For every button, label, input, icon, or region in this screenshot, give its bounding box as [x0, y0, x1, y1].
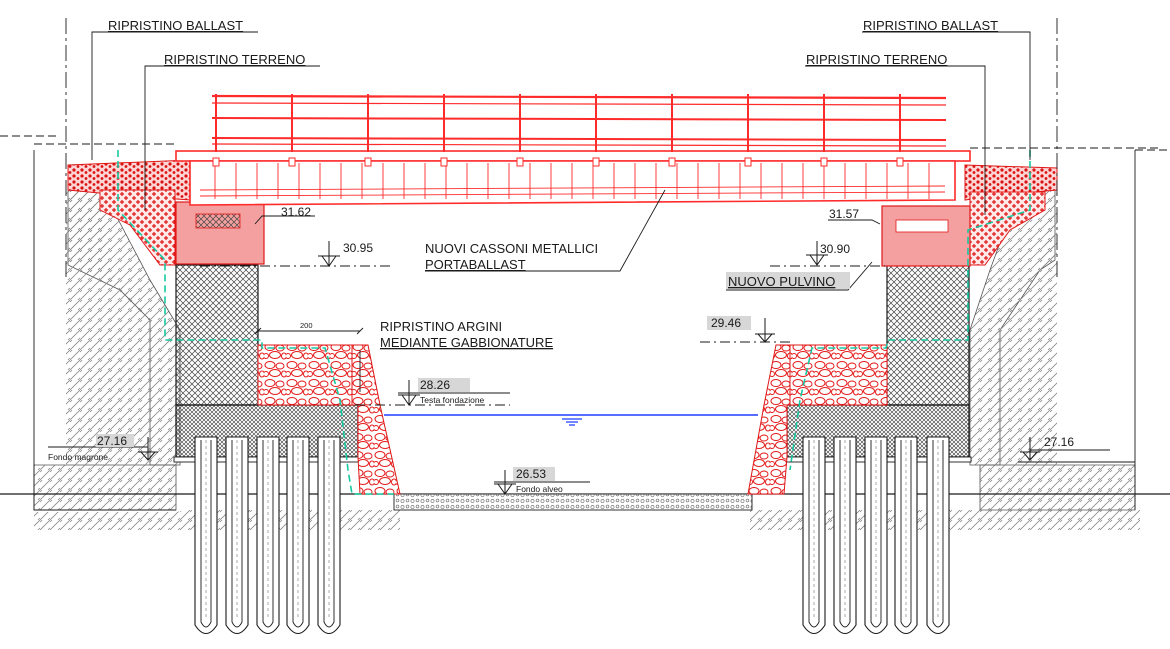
elevation-label-backgrounds: [96, 272, 850, 481]
pulvino-left: [175, 201, 265, 265]
pulvino-right: [881, 205, 971, 267]
note-fondo-alveo: Fondo alveo: [516, 484, 563, 494]
pile: [926, 436, 950, 635]
pile: [894, 436, 918, 635]
pile: [864, 436, 888, 635]
label-nuovo-pulvino: NUOVO PULVINO: [728, 274, 835, 289]
pile: [194, 436, 218, 635]
bearing-plate: [668, 157, 676, 167]
elevation-29-46: 29.46: [711, 316, 741, 330]
elevation-28-26: 28.26: [420, 378, 450, 392]
pile-group: [194, 436, 950, 635]
elevation-26-53: 26.53: [516, 467, 546, 481]
bearing-plate: [744, 157, 752, 167]
elevation-30-95: 30.95: [343, 241, 373, 255]
gabion-right: [747, 344, 888, 495]
water-level: [384, 414, 758, 426]
bearing-plate: [288, 157, 296, 167]
note-fondo-magrone: Fondo magrone: [48, 452, 108, 462]
leader-lines: [91, 31, 1031, 392]
bearing-plate: [592, 157, 600, 167]
steel-deck: [175, 150, 971, 206]
pile: [286, 436, 310, 635]
label-ripristino-terreno-right: RIPRISTINO TERRENO: [806, 52, 947, 67]
bearing-plate: [820, 157, 828, 167]
label-cassoni-line1: NUOVI CASSONI METALLICI: [425, 241, 598, 256]
label-argini-line1: RIPRISTINO ARGINI: [380, 319, 502, 334]
elevation-27-16-left: 27.16: [97, 434, 127, 448]
pile: [256, 436, 280, 635]
elevation-31-62: 31.62: [281, 205, 311, 219]
elevation-30-90: 30.90: [820, 242, 850, 256]
label-ripristino-ballast-right: RIPRISTINO BALLAST: [863, 18, 998, 33]
bearing-plate: [516, 157, 524, 167]
dimension-200: [254, 327, 364, 335]
elevation-markers: [48, 241, 1135, 495]
railing: [211, 94, 947, 167]
bearing-plate: [364, 157, 372, 167]
note-testa-fondazione: Testa fondazione: [420, 395, 485, 405]
bearing-plate: [440, 157, 448, 167]
ballast-restoration-right: [964, 164, 1058, 266]
riverbed: [393, 493, 753, 511]
pile: [225, 436, 249, 635]
pile: [833, 436, 857, 635]
bearing-plate: [896, 157, 904, 167]
label-ripristino-ballast-left: RIPRISTINO BALLAST: [108, 18, 243, 33]
reference-lines: [0, 18, 1170, 406]
elevation-31-57: 31.57: [829, 207, 859, 221]
pile: [317, 436, 341, 635]
text-labels: RIPRISTINO BALLAST RIPRISTINO BALLAST RI…: [48, 18, 1074, 494]
label-cassoni-line2: PORTABALLAST: [425, 257, 526, 272]
pile: [802, 436, 826, 635]
existing-outline-cyan: [117, 150, 1031, 495]
label-dimension-200: 200: [300, 321, 313, 330]
label-argini-line2: MEDIANTE GABBIONATURE: [380, 335, 553, 350]
label-ripristino-terreno-left: RIPRISTINO TERRENO: [164, 52, 305, 67]
elevation-27-16-right: 27.16: [1044, 435, 1074, 449]
bearing-plate: [212, 157, 220, 167]
